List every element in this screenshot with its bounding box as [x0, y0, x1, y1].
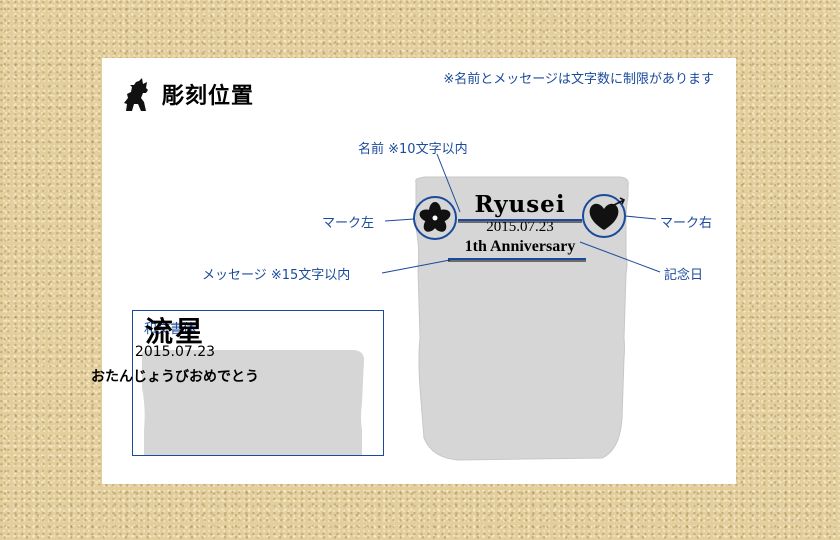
sample-message: おたんじょうびおめでとう: [91, 369, 259, 385]
cup-silhouette: [415, 176, 629, 461]
engraving-name: Ryusei: [474, 191, 566, 218]
dog-silhouette-icon: [124, 78, 148, 111]
heart-icon: [589, 203, 619, 230]
heart-arrow-icon: [611, 197, 626, 207]
japanese-font-label: 和文書体: [144, 322, 197, 337]
mark-left-callout: マーク左: [322, 216, 375, 231]
cup-diagram: [381, 153, 661, 461]
message-callout: メッセージ ※15文字以内: [202, 268, 351, 283]
panel-header: 彫刻位置: [122, 76, 254, 112]
name-callout: 名前 ※10文字以内: [358, 142, 468, 157]
hibiscus-icon: [419, 202, 451, 232]
character-limit-notice: ※名前とメッセージは文字数に制限があります: [443, 72, 714, 87]
engraving-date: 2015.07.23: [486, 219, 554, 235]
name-callout-line: [436, 153, 461, 213]
japanese-font-sample: 和文書体: [132, 310, 384, 456]
mark-left-callout-line: [384, 218, 415, 222]
sample-date: 2015.07.23: [134, 344, 216, 360]
date-callout: 記念日: [664, 268, 704, 283]
sample-name: 流星: [144, 315, 205, 348]
panel-title: 彫刻位置: [162, 83, 255, 109]
message-callout-line: [381, 259, 451, 274]
mark-right-callout-line: [624, 215, 657, 220]
engraving-message: 1th Anniversary: [464, 238, 576, 255]
mark-right-callout: マーク右: [660, 216, 713, 231]
date-callout-line: [579, 241, 661, 273]
mark-left-circle: [413, 196, 457, 240]
engraving-position-panel: 彫刻位置 ※名前とメッセージは文字数に制限があります: [102, 58, 736, 484]
sample-cup-shape: [141, 350, 364, 455]
